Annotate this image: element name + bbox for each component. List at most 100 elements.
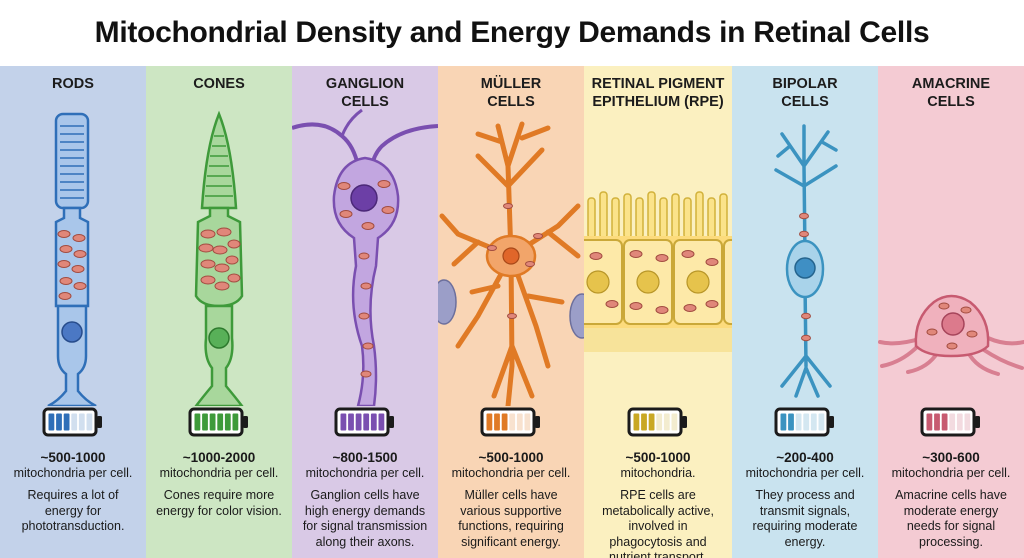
battery-tip (829, 416, 834, 428)
muller-cell-illustration (438, 121, 584, 406)
battery-segment-empty (86, 413, 93, 431)
battery-icon-graphic (480, 407, 540, 437)
mitochondria-count: ~200-400 (776, 450, 834, 465)
energy-battery-icon (627, 407, 689, 437)
cell-description: RPE cells are metabolically active, invo… (602, 488, 714, 558)
column-title: GANGLION CELLS (325, 76, 405, 110)
column-muller-cells: MÜLLER CELLS ~500-1000 mitochondria per … (438, 66, 584, 558)
mitochondria-count: ~500-1000 (40, 450, 106, 465)
rod-cell-illustration (47, 112, 97, 406)
battery-segment-filled (378, 413, 385, 431)
battery-segment-empty (818, 413, 825, 431)
page-title: Mitochondrial Density and Energy Demands… (94, 16, 930, 49)
battery-segment-filled (641, 413, 647, 431)
battery-tip (682, 416, 687, 428)
battery-segment-filled (217, 413, 224, 431)
battery-segment-empty (509, 413, 516, 431)
battery-tip (975, 416, 980, 428)
cell-description: Ganglion cells have high energy demands … (302, 488, 428, 549)
cone-cell-illustration (194, 110, 244, 406)
mitochondria-count: ~1000-2000 (182, 450, 256, 465)
battery-segment-empty (656, 413, 663, 431)
battery-segment-empty (71, 413, 78, 431)
battery-segment-empty (964, 413, 971, 431)
cell-description: Müller cells have various supportive fun… (458, 488, 564, 549)
battery-segment-filled (941, 413, 948, 431)
bipolar-cell-illustration (774, 124, 838, 398)
column-title: RETINAL PIGMENT EPITHELIUM (RPE) (591, 76, 725, 110)
column-rpe: RETINAL PIGMENT EPITHELIUM (RPE) (584, 66, 732, 558)
battery-segment-empty (524, 413, 531, 431)
column-title: AMACRINE CELLS (911, 76, 991, 110)
battery-segment-empty (803, 413, 810, 431)
energy-battery-icon (920, 407, 982, 437)
battery-segment-filled (202, 413, 208, 431)
mitochondria-unit: mitochondria per cell. (745, 466, 865, 480)
battery-segment-filled (780, 413, 787, 431)
mitochondria-unit: mitochondria per cell. (159, 466, 279, 480)
battery-segment-filled (648, 413, 655, 431)
cell-description: They process and transmit signals, requi… (752, 488, 858, 549)
battery-segment-empty (516, 413, 523, 431)
rpe-cell-illustration (584, 191, 732, 352)
battery-segment-filled (209, 413, 216, 431)
column-title: MÜLLER CELLS (480, 76, 542, 110)
mitochondria-count: ~800-1500 (332, 450, 398, 465)
battery-segment-empty (810, 413, 817, 431)
cell-description: Cones require more energy for color visi… (156, 488, 282, 518)
battery-icon-graphic (42, 407, 102, 437)
ganglion-cell-illustration (292, 108, 438, 406)
battery-segment-filled (355, 413, 362, 431)
battery-icon-graphic (774, 407, 834, 437)
battery-segment-filled (486, 413, 493, 431)
battery-segment-filled (633, 413, 640, 431)
battery-segment-filled (224, 413, 231, 431)
mitochondria-unit: mitochondria per cell. (305, 466, 425, 480)
energy-battery-icon (480, 407, 542, 437)
mitochondria-unit: mitochondria per cell. (13, 466, 133, 480)
column-bipolar-cells: BIPOLAR CELLS ~200-400 mitochondria per … (732, 66, 878, 558)
column-rods: RODS ~500-1000 mitochondria per (0, 66, 146, 558)
cell-columns: RODS ~500-1000 mitochondria per (0, 66, 1024, 558)
battery-segment-filled (232, 413, 239, 431)
battery-segment-filled (501, 413, 508, 431)
battery-icon-graphic (188, 407, 248, 437)
column-cones: CONES ~1000-2000 mitochondria per cell. … (146, 66, 292, 558)
battery-segment-filled (56, 413, 62, 431)
column-ganglion-cells: GANGLION CELLS ~800-1500 mitochondria pe… (292, 66, 438, 558)
cell-description: Amacrine cells have moderate energy need… (895, 488, 1007, 549)
battery-segment-filled (494, 413, 500, 431)
battery-segment-filled (926, 413, 933, 431)
battery-tip (243, 416, 248, 428)
column-title: BIPOLAR CELLS (772, 76, 838, 110)
battery-segment-empty (956, 413, 963, 431)
mitochondria-unit: mitochondria per cell. (891, 466, 1011, 480)
column-amacrine-cells: AMACRINE CELLS ~300-600 mitochondria per… (878, 66, 1024, 558)
mitochondria-count: ~500-1000 (478, 450, 544, 465)
battery-icon-graphic (627, 407, 687, 437)
mitochondria-count: ~500-1000 (625, 450, 691, 465)
battery-segment-filled (934, 413, 940, 431)
battery-segment-empty (663, 413, 670, 431)
battery-segment-empty (671, 413, 678, 431)
battery-icon-graphic (920, 407, 980, 437)
mitochondria-unit: mitochondria. (620, 466, 696, 480)
battery-segment-filled (788, 413, 794, 431)
battery-segment-filled (340, 413, 347, 431)
battery-segment-filled (370, 413, 377, 431)
battery-tip (389, 416, 394, 428)
energy-battery-icon (188, 407, 250, 437)
energy-battery-icon (334, 407, 396, 437)
column-title: RODS (52, 76, 94, 92)
mitochondria-unit: mitochondria per cell. (451, 466, 571, 480)
battery-segment-filled (48, 413, 55, 431)
battery-segment-empty (78, 413, 85, 431)
energy-battery-icon (42, 407, 104, 437)
energy-battery-icon (774, 407, 836, 437)
amacrine-cell-illustration (878, 294, 1024, 376)
battery-segment-empty (795, 413, 802, 431)
battery-segment-filled (63, 413, 70, 431)
column-title: CONES (193, 76, 245, 92)
battery-tip (97, 416, 102, 428)
battery-segment-filled (194, 413, 201, 431)
